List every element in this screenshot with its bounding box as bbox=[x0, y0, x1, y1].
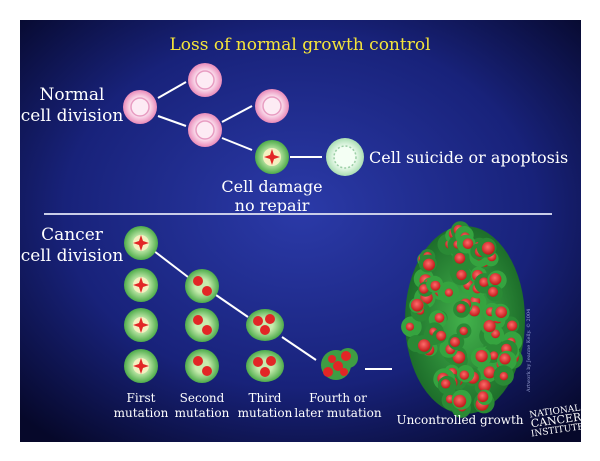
normal-heading-line2: cell division bbox=[21, 106, 124, 126]
tumor-cell-nucleus bbox=[479, 277, 489, 288]
cancer-heading-line2: cell division bbox=[21, 246, 124, 266]
third-mutation-cells bbox=[246, 309, 284, 382]
tumor-cell-nucleus bbox=[423, 258, 435, 271]
stage-label-third-line1: Third bbox=[249, 391, 282, 405]
tumor-cell-nucleus bbox=[499, 353, 511, 365]
tumor-cell-nucleus bbox=[477, 391, 489, 403]
tumor-cell-nucleus bbox=[456, 303, 466, 313]
second-mutation-cells bbox=[185, 269, 219, 383]
tumor-cell-nucleus bbox=[436, 330, 447, 341]
tumor-cell-nucleus bbox=[418, 339, 431, 352]
damage-label-line2: no repair bbox=[235, 196, 310, 215]
tumor-cell-nucleus bbox=[483, 320, 496, 333]
tumor-cell-nucleus bbox=[499, 372, 508, 381]
tumor-cell-nucleus bbox=[489, 273, 502, 286]
cancer-heading-line1: Cancer bbox=[41, 225, 104, 245]
normal-heading-line1: Normal bbox=[40, 85, 105, 105]
stage-label-second-line1: Second bbox=[180, 391, 225, 405]
tumor-cell-nucleus bbox=[405, 322, 414, 331]
mutated-cell bbox=[124, 308, 158, 342]
tumor-cell-nucleus bbox=[444, 288, 453, 297]
tumor-cell-nucleus bbox=[453, 394, 467, 408]
tumor-cell-nucleus bbox=[489, 351, 499, 360]
tumor-cell-nucleus bbox=[475, 350, 488, 363]
normal-cell bbox=[188, 63, 222, 97]
tumor-cell-nucleus bbox=[462, 238, 474, 249]
stage-label-fourth-line2: later mutation bbox=[294, 406, 381, 420]
tumor-cell-nucleus bbox=[434, 312, 445, 323]
normal-cell bbox=[188, 113, 222, 147]
mutated-cell bbox=[246, 350, 284, 382]
damage-label-line1: Cell damage bbox=[221, 177, 322, 196]
tumor-cell-nucleus bbox=[459, 370, 469, 380]
stage-label-second-line2: mutation bbox=[175, 406, 230, 420]
tumor-cell-nucleus bbox=[454, 252, 466, 264]
tumor-cell-nucleus bbox=[481, 241, 495, 255]
mutated-cell bbox=[124, 268, 158, 302]
tumor-mass bbox=[401, 221, 525, 418]
tumor-cell-nucleus bbox=[506, 320, 518, 331]
mutated-cell bbox=[246, 309, 284, 341]
mutated-cell bbox=[185, 349, 219, 383]
normal-cell bbox=[255, 89, 289, 123]
tumor-cell-nucleus bbox=[456, 269, 467, 281]
tumor-cell-nucleus bbox=[488, 286, 498, 297]
mutated-cell bbox=[185, 308, 219, 342]
mutated-cell bbox=[124, 349, 158, 383]
cancer-connector-lines bbox=[153, 250, 392, 370]
tumor-cell-nucleus bbox=[478, 379, 491, 392]
tumor-cell-nucleus bbox=[419, 284, 429, 294]
mutated-cell bbox=[124, 226, 158, 260]
stage-label-first-line1: First bbox=[127, 391, 156, 405]
normal-cell bbox=[123, 90, 157, 124]
normal-connector-lines bbox=[157, 81, 322, 158]
tumor-cell-nucleus bbox=[430, 280, 441, 291]
apoptosis-label: Cell suicide or apoptosis bbox=[369, 148, 568, 167]
diagram-panel: Loss of normal growth control Normal cel… bbox=[20, 20, 581, 442]
damaged-cell bbox=[255, 140, 289, 174]
stage-label-third-line2: mutation bbox=[238, 406, 293, 420]
tumor-cell-nucleus bbox=[495, 306, 508, 319]
tumor-cell-nucleus bbox=[441, 379, 451, 389]
tumor-cell-nucleus bbox=[411, 298, 424, 312]
fourth-mutation-cluster bbox=[321, 348, 358, 380]
stage-label-fourth-line1: Fourth or bbox=[309, 391, 367, 405]
stage-label-first-line2: mutation bbox=[114, 406, 169, 420]
tumor-cell-nucleus bbox=[483, 366, 496, 379]
tumor-cell-nucleus bbox=[491, 329, 500, 339]
apoptotic-cell bbox=[326, 138, 364, 176]
uncontrolled-growth-label: Uncontrolled growth bbox=[396, 413, 523, 427]
diagram-title: Loss of normal growth control bbox=[169, 35, 430, 55]
tumor-cell-nucleus bbox=[459, 326, 468, 336]
first-mutation-cells bbox=[124, 226, 158, 383]
tumor-cell-nucleus bbox=[450, 337, 460, 347]
artwork-credit: Artwork by Jeanne Kelly. © 2004 bbox=[525, 309, 532, 393]
mutated-cell bbox=[185, 269, 219, 303]
